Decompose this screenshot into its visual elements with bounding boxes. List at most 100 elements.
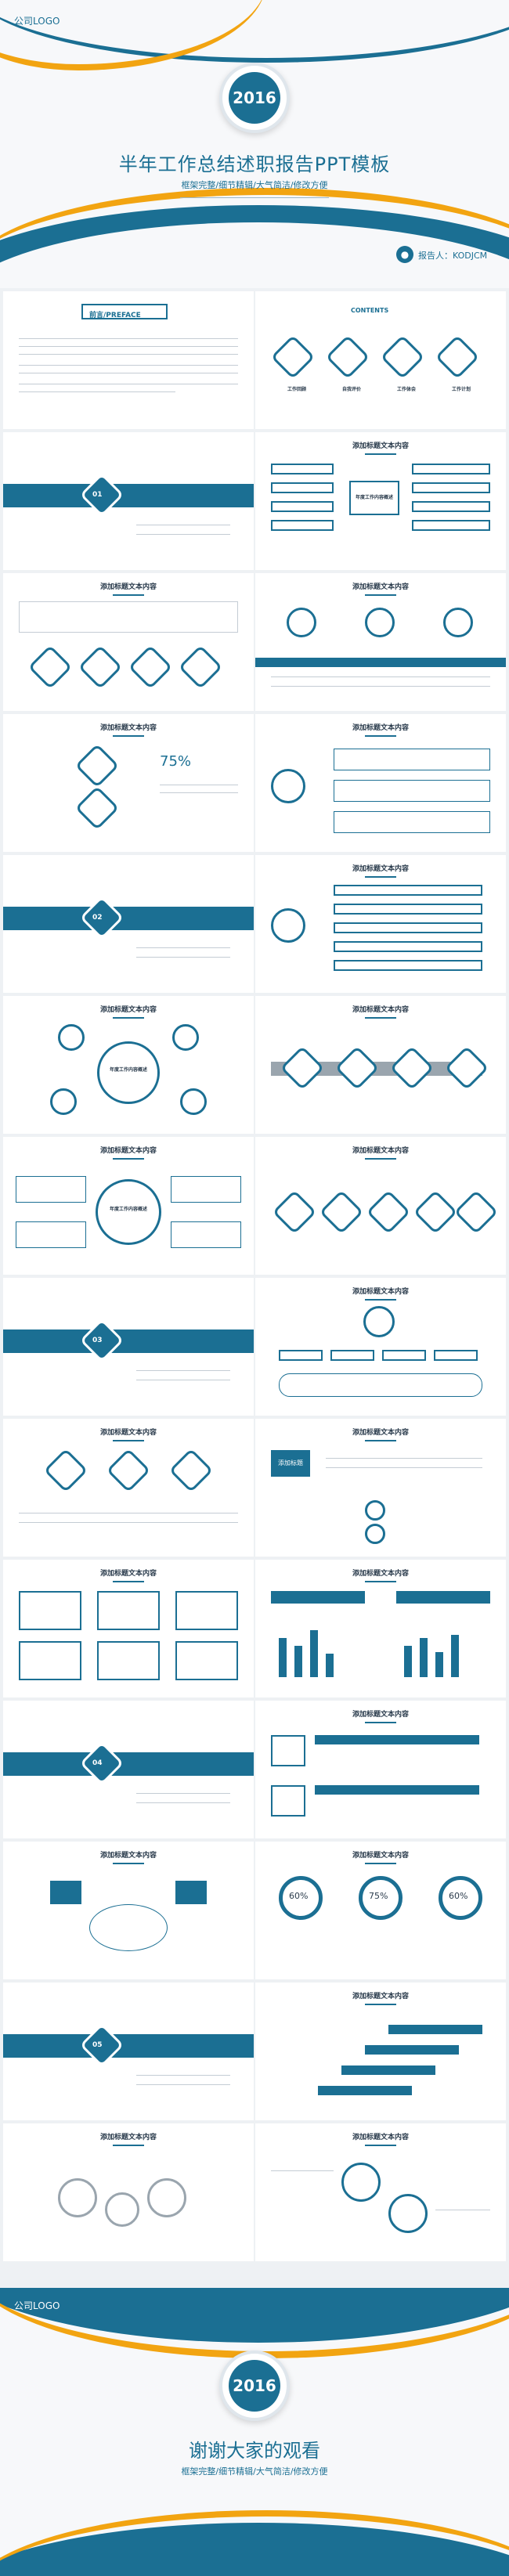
contents-item-3: 工作体会 bbox=[396, 387, 416, 392]
stair-step bbox=[365, 2045, 459, 2055]
decor-band-gold bbox=[0, 2288, 509, 2358]
decor-band-gold bbox=[0, 188, 509, 288]
tree-node bbox=[434, 1350, 478, 1361]
text-line bbox=[19, 354, 238, 355]
section-number: 03 bbox=[92, 1337, 103, 1344]
text-line bbox=[326, 1467, 482, 1468]
stair-step bbox=[341, 2065, 435, 2075]
branch-box bbox=[334, 749, 490, 770]
gear-icon bbox=[105, 2192, 139, 2227]
table-header bbox=[255, 658, 506, 667]
decor-wave bbox=[0, 0, 509, 63]
content-node bbox=[341, 2163, 381, 2202]
feature-icon-2 bbox=[78, 644, 123, 690]
core-label: 年度工作内容概述 bbox=[109, 1067, 147, 1073]
section-band bbox=[3, 2034, 254, 2058]
percent-ring: 60% bbox=[439, 1876, 482, 1920]
circle-item bbox=[365, 608, 395, 637]
slide-title: 添加标题文本内容 bbox=[3, 1849, 254, 1864]
step-hex bbox=[389, 1045, 435, 1091]
card bbox=[175, 1591, 238, 1630]
slide-title: 添加标题文本内容 bbox=[3, 1427, 254, 1441]
slide-title: 添加标题文本内容 bbox=[3, 581, 254, 596]
content-node bbox=[388, 2194, 428, 2233]
bar bbox=[310, 1630, 318, 1677]
card bbox=[97, 1591, 160, 1630]
microphone-icon: ● bbox=[396, 246, 413, 263]
slide-section-03: 03 bbox=[3, 1278, 254, 1416]
orbit-node bbox=[50, 1088, 77, 1115]
gear-icon bbox=[58, 2178, 97, 2217]
text-line bbox=[19, 1522, 238, 1523]
contents-item-1: 工作回顾 bbox=[287, 387, 306, 392]
text-line bbox=[19, 346, 238, 347]
slide-title: 添加标题文本内容 bbox=[3, 1145, 254, 1160]
slide-core-diagram: 添加标题文本内容 年度工作内容概述 bbox=[255, 432, 506, 570]
contents-heading: CONTENTS bbox=[351, 307, 389, 314]
bar-header-right bbox=[396, 1591, 490, 1604]
item-box bbox=[412, 482, 490, 493]
slide-section-02: 02 bbox=[3, 855, 254, 993]
contents-icon-1 bbox=[270, 334, 316, 380]
slide-preface: 前言/PREFACE bbox=[3, 291, 254, 429]
section-band bbox=[3, 1329, 254, 1353]
slide-title: 添加标题文本内容 bbox=[255, 1849, 506, 1864]
text-line bbox=[19, 365, 238, 366]
text-line bbox=[271, 2170, 334, 2171]
block-header bbox=[315, 1735, 479, 1744]
slide-title: 添加标题文本内容 bbox=[255, 1568, 506, 1582]
text-line bbox=[136, 957, 230, 958]
year-text: 2016 bbox=[229, 2360, 280, 2412]
bar bbox=[404, 1646, 412, 1677]
stair-step bbox=[388, 2025, 482, 2034]
diamond-item bbox=[413, 1189, 458, 1235]
gear-icon bbox=[147, 2178, 186, 2217]
item-box bbox=[271, 501, 334, 512]
info-box bbox=[171, 1221, 241, 1248]
orbit-node bbox=[180, 1088, 207, 1115]
circle-item bbox=[443, 608, 473, 637]
slide-title: 添加标题文本内容 bbox=[255, 581, 506, 596]
bar bbox=[435, 1652, 443, 1677]
slide-title: 添加标题文本内容 bbox=[255, 863, 506, 878]
reporter-label: 报告人：KODJCM bbox=[418, 251, 488, 261]
bar bbox=[279, 1638, 287, 1677]
circle-item bbox=[287, 608, 316, 637]
year-text: 2016 bbox=[229, 72, 280, 124]
core-circle: 年度工作内容概述 bbox=[97, 1041, 160, 1104]
slide-title: 添加标题文本内容 bbox=[255, 1145, 506, 1160]
branch-box bbox=[334, 780, 490, 802]
core-label: 年度工作内容概述 bbox=[109, 1207, 147, 1212]
slide-title: 添加标题文本内容 bbox=[255, 1286, 506, 1301]
feature-icon-1 bbox=[27, 644, 73, 690]
cover-subtitle: 框架完整/细节精辑/大气简洁/修改方便 bbox=[181, 180, 328, 190]
text-line bbox=[136, 1802, 230, 1803]
slide-title: 添加标题文本内容 bbox=[255, 1990, 506, 2005]
slide-hex-cards: 添加标题文本内容 bbox=[3, 1419, 254, 1557]
card bbox=[19, 1641, 81, 1680]
diamond-item bbox=[272, 1189, 317, 1235]
list-box bbox=[334, 885, 482, 896]
year-badge: 2016 bbox=[219, 63, 290, 133]
slide-section-01: 01 bbox=[3, 432, 254, 570]
feature-icon-4 bbox=[178, 644, 223, 690]
text-line bbox=[136, 2084, 230, 2085]
tree-node bbox=[330, 1350, 374, 1361]
card bbox=[19, 1591, 81, 1630]
list-box bbox=[334, 922, 482, 933]
text-line bbox=[136, 947, 230, 948]
slide-branch: 添加标题文本内容 bbox=[255, 714, 506, 852]
stair-step bbox=[318, 2086, 412, 2095]
item-box bbox=[271, 464, 334, 474]
text-line bbox=[136, 1370, 230, 1371]
core-ring: 年度工作内容概述 bbox=[96, 1179, 161, 1245]
text-line bbox=[136, 2075, 230, 2076]
slide-arrow-steps: 添加标题文本内容 bbox=[255, 996, 506, 1134]
step-hex bbox=[334, 1045, 380, 1091]
step-hex bbox=[444, 1045, 489, 1091]
hex-item bbox=[74, 785, 120, 831]
contents-icon-4 bbox=[435, 334, 480, 380]
cycle-node bbox=[50, 1881, 81, 1904]
text-line bbox=[19, 338, 238, 339]
